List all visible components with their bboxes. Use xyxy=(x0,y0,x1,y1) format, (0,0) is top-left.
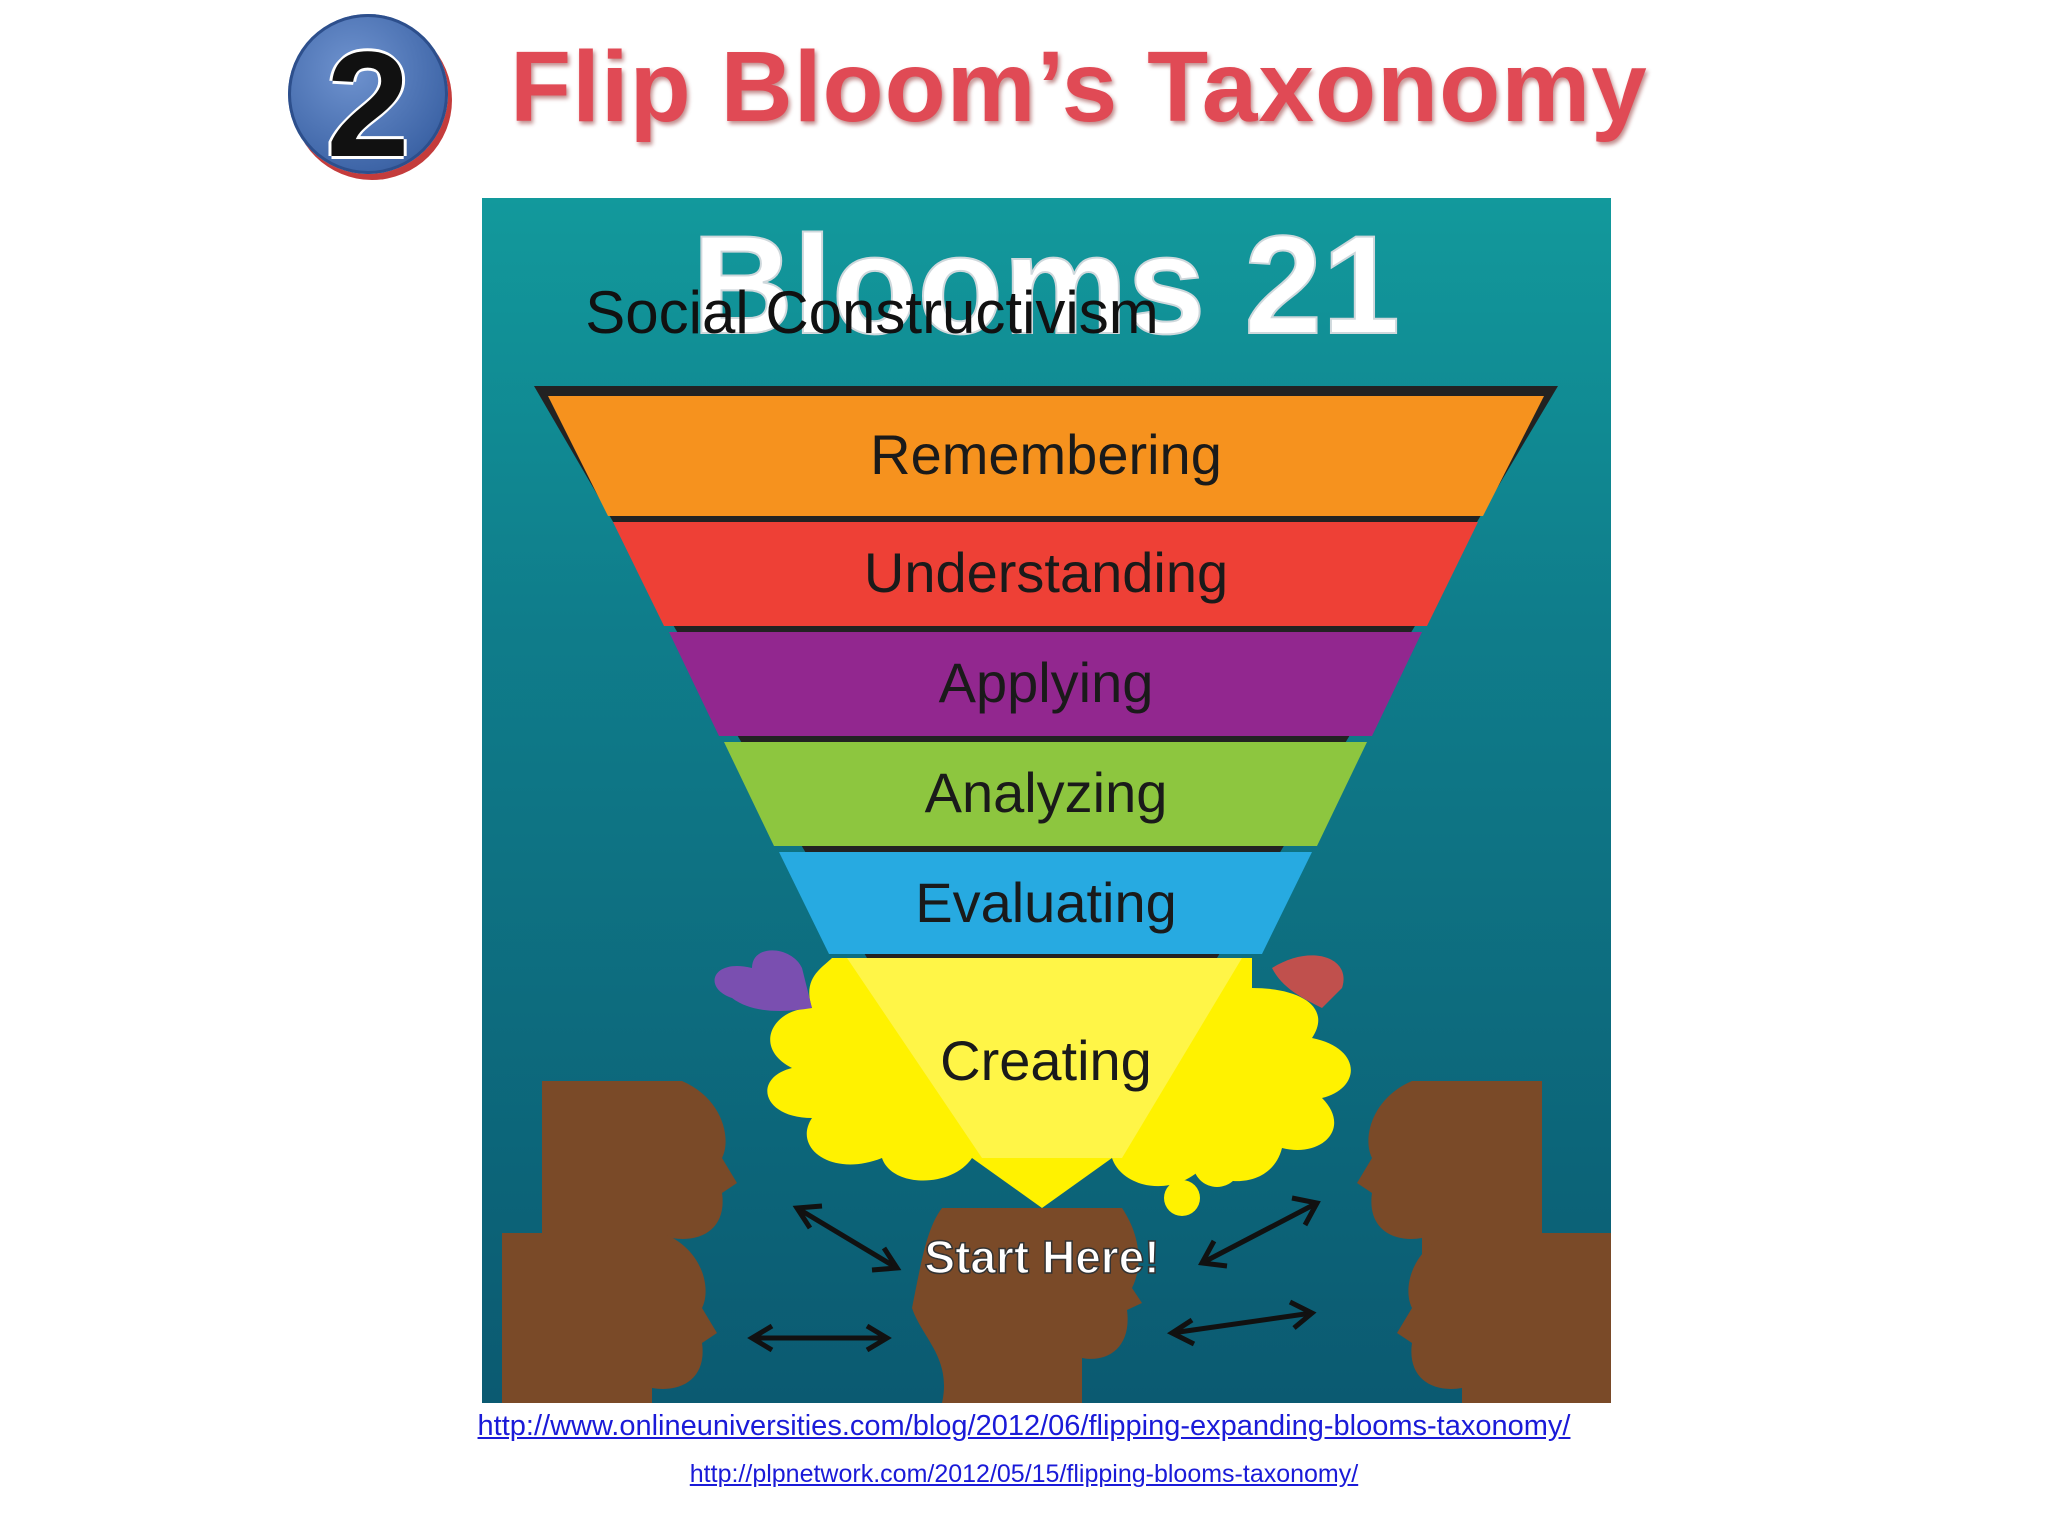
band-understanding xyxy=(613,522,1478,626)
poster-subtitle: Social Constructivism xyxy=(585,279,1159,346)
slide-number: 2 xyxy=(326,20,410,188)
level-understanding: Understanding xyxy=(864,541,1228,604)
band-remembering xyxy=(548,396,1544,516)
slide-title: Flip Bloom’s Taxonomy xyxy=(510,31,1648,143)
start-here-label: Start Here! xyxy=(924,1231,1159,1283)
head-silhouettes xyxy=(502,1081,1611,1403)
blooms-diagram: Blooms 21 Social Constructivism xyxy=(482,198,1611,1403)
band-evaluating xyxy=(779,852,1312,954)
level-creating: Creating xyxy=(940,1029,1152,1092)
level-evaluating: Evaluating xyxy=(915,871,1177,934)
slide-number-badge: 2 xyxy=(288,14,448,184)
creating-cloud xyxy=(714,950,1351,1216)
source-link-plpnetwork[interactable]: http://plpnetwork.com/2012/05/15/flippin… xyxy=(689,1460,1359,1488)
poster-title: Blooms 21 xyxy=(692,206,1400,363)
source-link-onlineuniversities[interactable]: http://www.onlineuniversities.com/blog/2… xyxy=(477,1410,1571,1442)
level-remembering: Remembering xyxy=(870,423,1222,486)
interaction-arrows xyxy=(747,1195,1321,1353)
band-applying xyxy=(669,632,1422,736)
level-analyzing: Analyzing xyxy=(925,761,1168,824)
band-analyzing xyxy=(724,742,1367,846)
level-applying: Applying xyxy=(939,651,1154,714)
